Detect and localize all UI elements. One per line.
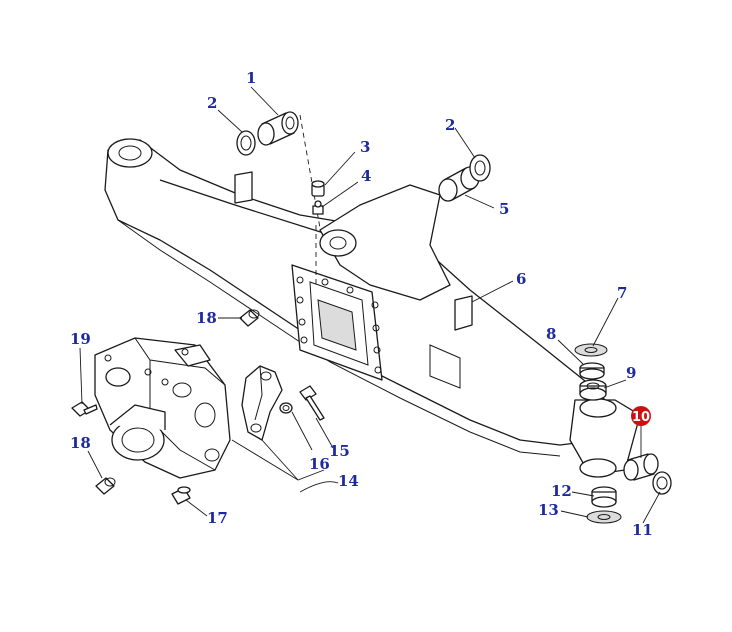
bearing-9 (579, 379, 607, 401)
callout-3[interactable]: 3 (360, 138, 370, 156)
dowel-pin-17 (171, 486, 191, 505)
callout-5[interactable]: 5 (499, 200, 509, 218)
carrier-housing (94, 337, 231, 479)
washer-2b (469, 154, 491, 182)
leader-lines (79, 86, 661, 524)
callout-10-marker (631, 406, 651, 426)
bolt-19 (71, 401, 98, 417)
callout-18a[interactable]: 18 (196, 309, 217, 327)
callout-14[interactable]: 14 (338, 472, 359, 490)
plug-18b (95, 477, 116, 495)
callout-19[interactable]: 19 (70, 330, 91, 348)
grease-nipple-4 (312, 200, 324, 215)
callout-2b[interactable]: 2 (445, 116, 455, 134)
callout-8[interactable]: 8 (546, 325, 556, 343)
callout-6[interactable]: 6 (516, 270, 526, 288)
washer-8 (579, 362, 605, 380)
callout-16[interactable]: 16 (309, 455, 330, 473)
callout-10-text[interactable]: 10 (632, 410, 650, 425)
seal-11 (652, 471, 672, 495)
shim-7 (574, 343, 608, 357)
washer-2a (236, 130, 256, 156)
bushing-5 (438, 166, 480, 202)
callout-17[interactable]: 17 (207, 509, 228, 527)
callout-11[interactable]: 11 (632, 521, 653, 539)
callout-4[interactable]: 4 (361, 167, 371, 185)
callout-15[interactable]: 15 (329, 442, 350, 460)
axle-housing (104, 138, 641, 478)
callout-labels: 1 2 2 3 4 5 6 7 8 9 10 11 12 13 14 15 16… (70, 69, 653, 539)
callout-13[interactable]: 13 (538, 501, 559, 519)
plug-18a (239, 309, 260, 327)
callout-18b[interactable]: 18 (70, 434, 91, 452)
bearing-12 (591, 486, 617, 508)
callout-1[interactable]: 1 (246, 69, 256, 87)
bushing-10 (623, 453, 659, 481)
callout-12[interactable]: 12 (551, 482, 572, 500)
bushing-1 (257, 111, 299, 146)
callout-2a[interactable]: 2 (207, 94, 217, 112)
bolt-15 (299, 385, 325, 421)
callout-10[interactable]: 10 (631, 406, 651, 426)
grease-cap-3 (311, 180, 325, 197)
flange-bolt-holes (296, 276, 382, 374)
callout-7[interactable]: 7 (617, 284, 627, 302)
bearing-cap (241, 365, 283, 441)
callout-9[interactable]: 9 (626, 364, 636, 382)
shim-13 (586, 510, 622, 524)
pin-16 (279, 402, 293, 414)
